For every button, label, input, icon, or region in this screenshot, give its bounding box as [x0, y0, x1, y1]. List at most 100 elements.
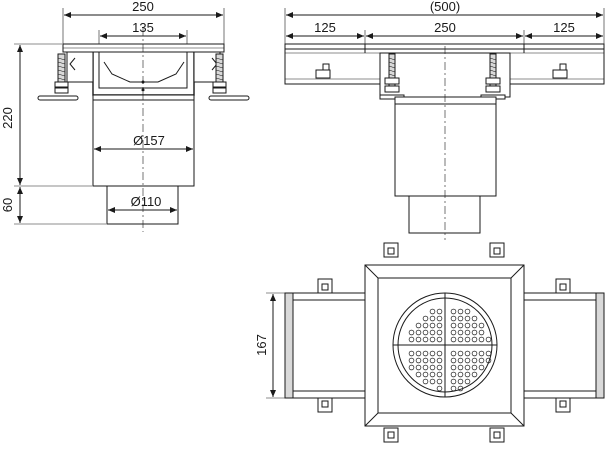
grate-hole — [471, 336, 478, 343]
rail-clip-icon — [315, 63, 568, 79]
grate-hole — [429, 329, 436, 336]
grate-hole — [457, 336, 464, 343]
grate-hole — [464, 364, 471, 371]
grate-hole — [422, 329, 429, 336]
grate-hole — [436, 336, 443, 343]
grate-hole — [457, 357, 464, 364]
grate-hole — [408, 336, 415, 343]
grate-hole — [415, 350, 422, 357]
grate-hole — [450, 315, 457, 322]
grate-hole — [450, 329, 457, 336]
grate-hole — [429, 364, 436, 371]
grate-hole — [436, 308, 443, 315]
round-grate-icon — [392, 292, 498, 398]
grate-hole — [471, 357, 478, 364]
grate-hole — [436, 385, 443, 392]
grate-hole — [457, 364, 464, 371]
grate-hole — [436, 378, 443, 385]
grate-hole — [485, 336, 492, 343]
left-bolt-icon — [37, 53, 79, 101]
grate-hole — [471, 364, 478, 371]
grate-hole — [450, 385, 457, 392]
grate-hole — [436, 371, 443, 378]
frame-dimension-label: 135 — [132, 20, 154, 35]
grate-hole — [422, 315, 429, 322]
grate-hole — [415, 329, 422, 336]
grate-hole — [450, 371, 457, 378]
grate-hole — [408, 357, 415, 364]
front-view: (500) 125 250 125 — [284, 0, 605, 240]
grate-hole — [436, 315, 443, 322]
grate-hole — [436, 322, 443, 329]
grate-hole — [436, 364, 443, 371]
grate-hole — [450, 336, 457, 343]
grate-hole — [429, 378, 436, 385]
grate-hole — [478, 357, 485, 364]
grate-hole — [450, 322, 457, 329]
grate-hole — [464, 315, 471, 322]
grate-hole — [429, 315, 436, 322]
grate-hole — [457, 308, 464, 315]
height-dimension-label: 220 — [0, 107, 15, 129]
grate-hole — [415, 357, 422, 364]
grate-hole — [415, 336, 422, 343]
body-diameter-label: Ø157 — [133, 133, 165, 148]
grate-hole — [478, 336, 485, 343]
grate-hole — [478, 350, 485, 357]
grate-hole — [457, 315, 464, 322]
front-outlet — [408, 195, 481, 234]
grate-hole — [457, 350, 464, 357]
grate-hole — [429, 350, 436, 357]
grate-hole — [464, 350, 471, 357]
grate-hole — [429, 371, 436, 378]
left-segment-label: 125 — [314, 20, 336, 35]
grate-hole — [471, 371, 478, 378]
outlet-pipe — [106, 185, 179, 225]
grate-hole — [450, 378, 457, 385]
right-bolt-icon — [208, 53, 250, 101]
grate-hole — [478, 364, 485, 371]
grate-hole — [478, 329, 485, 336]
mounting-lug-icons — [317, 242, 571, 443]
grate-hole — [422, 364, 429, 371]
grate-hole — [450, 308, 457, 315]
grate-hole — [429, 357, 436, 364]
grate-hole — [422, 378, 429, 385]
lower-height-dimension-label: 60 — [0, 198, 15, 212]
grate-hole — [485, 350, 492, 357]
grate-hole — [485, 357, 492, 364]
grate-hole — [478, 322, 485, 329]
grate-hole — [408, 329, 415, 336]
side-view: 250 135 220 60 — [0, 0, 250, 232]
grate-hole — [429, 322, 436, 329]
front-body — [394, 96, 497, 197]
grate-hole — [422, 350, 429, 357]
grate-hole — [457, 329, 464, 336]
grate-hole — [457, 371, 464, 378]
grate-hole — [457, 378, 464, 385]
grate-hole — [436, 350, 443, 357]
grate-hole — [422, 371, 429, 378]
grate-hole — [471, 350, 478, 357]
grate-hole — [464, 357, 471, 364]
grate-hole — [408, 364, 415, 371]
grate-hole — [471, 329, 478, 336]
grate-hole — [429, 336, 436, 343]
outlet-diameter-label: Ø110 — [131, 194, 162, 209]
total-dimension-label: (500) — [430, 0, 460, 14]
grate-hole — [436, 329, 443, 336]
grate-hole — [464, 378, 471, 385]
grate-hole — [464, 308, 471, 315]
grate-hole — [450, 350, 457, 357]
grate-hole — [422, 322, 429, 329]
grate-hole — [450, 357, 457, 364]
plan-view: 167 — [254, 242, 605, 443]
grate-hole — [457, 322, 464, 329]
grate-hole — [415, 364, 422, 371]
grate-hole — [464, 322, 471, 329]
grate-hole — [464, 336, 471, 343]
grate-hole — [457, 385, 464, 392]
grate-hole — [422, 357, 429, 364]
grate-hole — [464, 329, 471, 336]
